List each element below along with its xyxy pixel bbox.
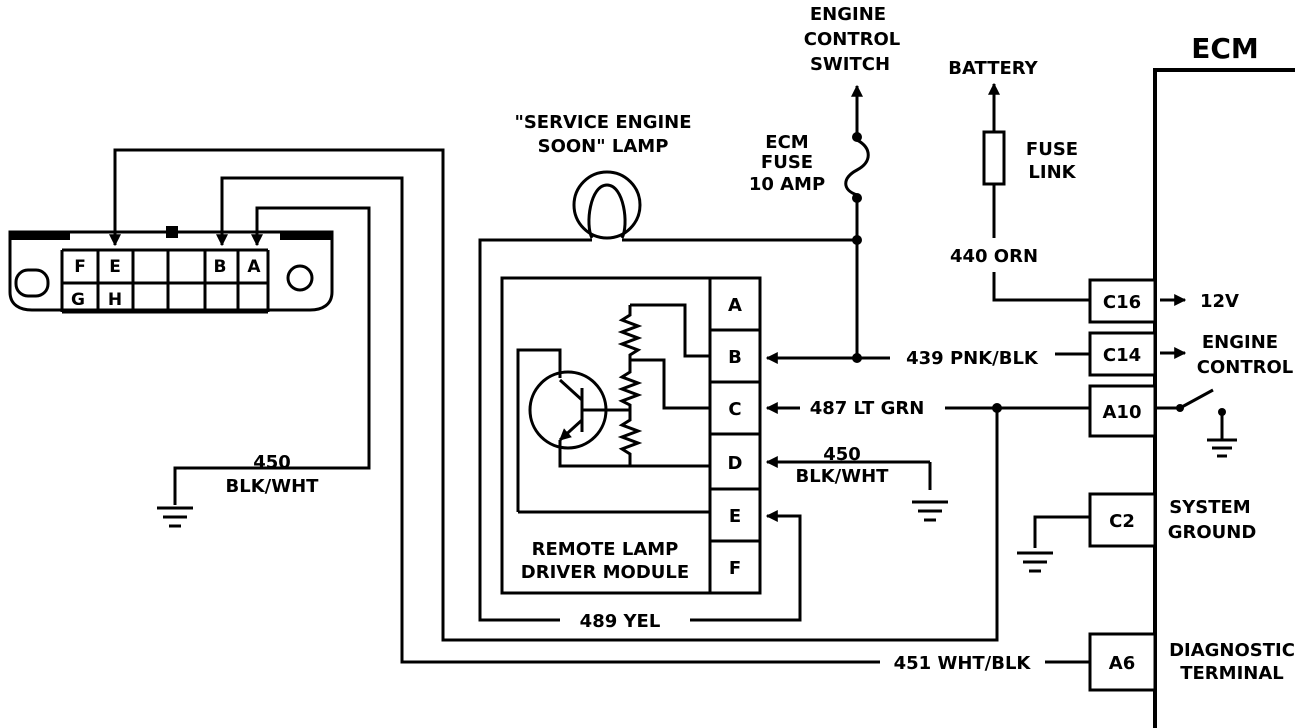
dlc-pin-g: G (71, 290, 85, 310)
module-pin-d (708, 432, 762, 491)
ecm-pin-a10: A10 (1088, 384, 1157, 438)
ground-icon (912, 500, 948, 522)
lamp-bulb-icon (572, 170, 642, 240)
lamp-label-1: "SERVICE ENGINE (514, 112, 691, 133)
wire-489-label: 489 YEL (580, 611, 661, 632)
module-pin-f (708, 539, 762, 595)
engine-control-switch-label-3: SWITCH (810, 54, 890, 75)
battery-label: BATTERY (948, 58, 1038, 79)
module-title-1: REMOTE LAMP (532, 539, 679, 560)
ecm-internal-switch (1155, 388, 1237, 458)
module-pin-b (708, 328, 762, 384)
ecm-title: ECM (1191, 32, 1259, 65)
wire-451-label: 451 WHT/BLK (894, 653, 1032, 674)
module-pin-a (708, 276, 762, 332)
ecm-pin-c14-label: C14 (1103, 345, 1141, 366)
battery-fuse-link: BATTERY FUSE LINK 440 ORN (948, 58, 1090, 302)
engine-control-switch-label-2: CONTROL (804, 29, 901, 50)
v12-label: 12V (1200, 291, 1239, 312)
fuse-link-label-1: FUSE (1026, 139, 1078, 160)
module-pin-b-label: B (728, 347, 742, 368)
engine-control-label-1: ENGINE (1202, 332, 1278, 353)
ecm-fuse: ECM FUSE 10 AMP (749, 84, 870, 240)
lamp-filament-icon (587, 183, 627, 239)
ground-icon (157, 506, 193, 528)
diagnostic-terminal-label-2: TERMINAL (1180, 663, 1284, 684)
dlc-pin-h: H (108, 290, 122, 310)
wire-450-dlc-label-1: 450 (253, 452, 291, 473)
engine-control-switch-label-1: ENGINE (810, 4, 886, 25)
ecm-fuse-label-2: FUSE (761, 152, 813, 173)
ecm-outline (1153, 68, 1295, 728)
ecm-pin-c2: C2 (1088, 492, 1157, 548)
dlc-body (8, 230, 334, 312)
module-pin-f-label: F (729, 558, 741, 579)
dlc-pin-f: F (74, 257, 86, 277)
ecm-pin-a6: A6 (1088, 632, 1157, 692)
ecm-pin-a6-label: A6 (1109, 653, 1135, 674)
dlc-pin-b: B (214, 257, 227, 277)
ecm-pin-c16: C16 (1088, 278, 1157, 324)
ecm-pin-c2-label: C2 (1109, 511, 1135, 532)
lamp-label-2: SOON" LAMP (538, 136, 669, 157)
wire-450-dlc-label-2: BLK/WHT (226, 476, 320, 497)
system-ground-label-2: GROUND (1168, 522, 1257, 543)
dlc-pin-e: E (109, 257, 121, 277)
module-pin-e-label: E (729, 506, 741, 527)
dlc-pin-a: A (247, 257, 261, 277)
diagnostic-terminal-label-1: DIAGNOSTIC (1169, 640, 1295, 661)
service-engine-soon-lamp: "SERVICE ENGINE SOON" LAMP (514, 112, 692, 240)
fuse-link-label-2: LINK (1028, 162, 1076, 183)
module-pin-a-label: A (728, 295, 742, 316)
module-title-2: DRIVER MODULE (521, 562, 689, 583)
wire-487-label: 487 LT GRN (810, 398, 925, 419)
wire-440-label: 440 ORN (950, 246, 1038, 267)
system-ground-label-1: SYSTEM (1169, 497, 1250, 518)
ecm-block: ECM (1153, 32, 1295, 728)
ecm-pin-c14: C14 (1088, 331, 1157, 377)
wire-450-module-label-2: BLK/WHT (796, 466, 890, 487)
module-pin-d-label: D (728, 453, 743, 474)
ecm-fuse-label-1: ECM (765, 132, 808, 153)
engine-control-switch: ENGINE CONTROL SWITCH (804, 4, 901, 75)
fuse-link-icon (982, 130, 1006, 186)
wire-450-module-label-1: 450 (823, 444, 861, 465)
ecm-pin-a10-label: A10 (1103, 402, 1142, 423)
wire-439-label: 439 PNK/BLK (906, 348, 1039, 369)
ground-icon (1017, 551, 1053, 573)
ecm-pin-c16-label: C16 (1103, 292, 1141, 313)
resistor-network-icon (617, 305, 643, 466)
ecm-fuse-label-3: 10 AMP (749, 174, 825, 195)
dlc-connector: F E B A G H (8, 226, 334, 314)
module-pin-c-label: C (728, 399, 741, 420)
remote-lamp-driver-module: A B C D E F REMOTE LAMP DRIVER MODULE (500, 276, 762, 595)
engine-control-label-2: CONTROL (1197, 357, 1294, 378)
